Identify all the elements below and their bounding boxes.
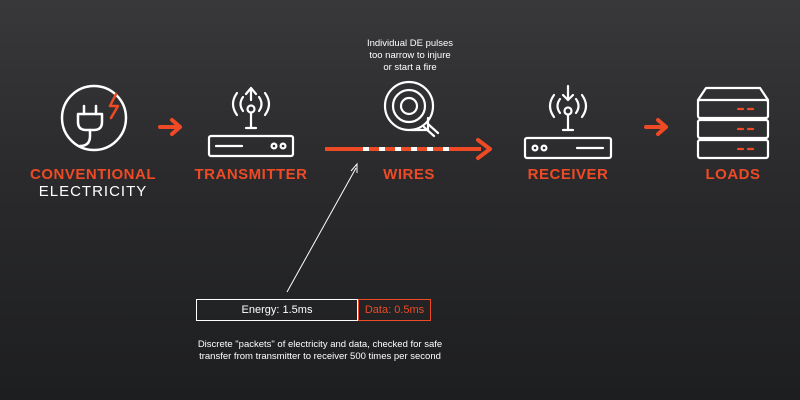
loads-label: LOADS xyxy=(705,166,761,183)
packets-note-line-2: transfer from transmitter to receiver 50… xyxy=(199,351,441,362)
wire-pulse-line xyxy=(325,138,492,160)
pointer-line xyxy=(286,162,358,293)
energy-segment: Energy: 1.5ms xyxy=(196,299,358,321)
packets-note-line-1: Discrete "packets" of electricity and da… xyxy=(197,339,443,350)
data-segment-label: Data: 0.5ms xyxy=(364,304,425,316)
receiver-icon xyxy=(523,84,613,160)
pulses-note-line-3: or start a fire xyxy=(383,62,437,73)
transmitter-label: TRANSMITTER xyxy=(194,166,308,183)
source-sublabel: ELECTRICITY xyxy=(38,183,148,200)
transmitter-icon xyxy=(207,86,295,158)
wires-label: WIRES xyxy=(383,166,435,183)
power-plug-icon xyxy=(60,84,128,152)
pulses-note-line-1: Individual DE pulses xyxy=(366,38,454,49)
pulses-note-line-2: too narrow to injure xyxy=(369,50,451,61)
packets-note: Discrete "packets" of electricity and da… xyxy=(160,339,480,363)
pulses-note: Individual DE pulses too narrow to injur… xyxy=(330,38,490,74)
data-segment: Data: 0.5ms xyxy=(358,299,431,321)
source-label: CONVENTIONAL xyxy=(30,166,156,183)
cable-coil-icon xyxy=(383,80,440,138)
flow-arrow-2 xyxy=(644,118,668,136)
receiver-label: RECEIVER xyxy=(527,166,609,183)
flow-arrow-1 xyxy=(158,118,182,136)
server-stack-icon xyxy=(696,86,770,160)
energy-segment-label: Energy: 1.5ms xyxy=(241,304,313,316)
